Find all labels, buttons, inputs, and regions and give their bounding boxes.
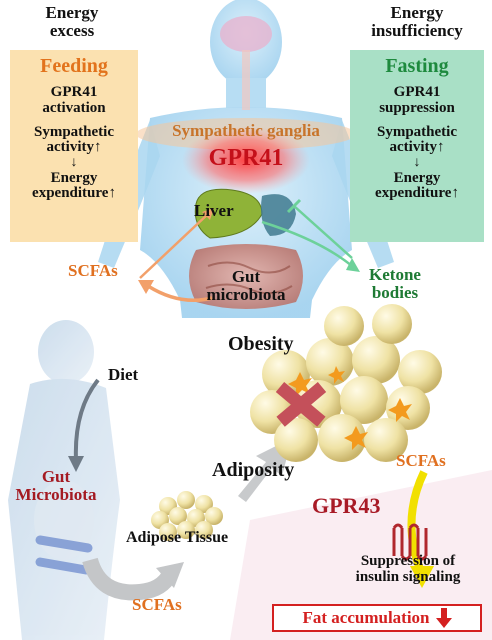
right-heading-line1: Energy bbox=[390, 3, 444, 22]
fasting-down-arrow-icon: ↓ bbox=[413, 155, 421, 170]
adipose-tissue-label: Adipose Tissue bbox=[126, 529, 229, 546]
fat-accumulation-box: Fat accumulation bbox=[272, 604, 482, 632]
inflammation-stars bbox=[288, 366, 412, 450]
feeding-title: Feeding bbox=[40, 55, 108, 77]
fasting-title: Fasting bbox=[385, 55, 449, 77]
gpr43-label: GPR43 bbox=[312, 493, 381, 518]
obesity-label: Obesity bbox=[228, 333, 294, 355]
adiposity-arrow bbox=[238, 438, 292, 502]
ketone-bodies-label: Ketone bodies bbox=[350, 266, 440, 302]
feeding-down-arrow-icon: ↓ bbox=[70, 155, 78, 170]
scfas-right-label: SCFAs bbox=[396, 451, 446, 470]
left-heading-line1: Energy bbox=[45, 3, 99, 22]
gut-bottom-line2: Microbiota bbox=[15, 484, 97, 504]
suppression-line1: Suppression of bbox=[360, 553, 456, 569]
scfas-to-gpr41-arrow bbox=[139, 213, 209, 279]
adiposity-label: Adiposity bbox=[212, 459, 295, 481]
microbiota-to-adipose-arrow bbox=[82, 557, 178, 601]
ketone-line1: Ketone bbox=[369, 265, 421, 284]
blocked-x-icon bbox=[275, 382, 327, 427]
feeding-line-activity: activity↑ bbox=[46, 139, 102, 156]
scfas-bottom-label: SCFAs bbox=[132, 595, 182, 614]
left-heading-line2: excess bbox=[49, 20, 95, 40]
diet-label: Diet bbox=[108, 365, 139, 384]
gpr41-glow bbox=[182, 126, 310, 194]
fasting-line-energy: Energy bbox=[393, 169, 441, 186]
right-heading-line2: insufficiency bbox=[371, 20, 463, 40]
fasting-line-sympathetic: Sympathetic bbox=[377, 123, 457, 140]
feeding-line-gpr41: GPR41 bbox=[50, 84, 98, 100]
gpr43-receptor-icon bbox=[392, 523, 428, 561]
scfas-top-label: SCFAs bbox=[68, 261, 118, 280]
fasting-box: Fasting GPR41 suppression Sympathetic ac… bbox=[350, 50, 484, 242]
feeding-line-energy: Energy bbox=[50, 169, 98, 186]
fasting-line-gpr41: GPR41 bbox=[393, 84, 441, 100]
gpr41-label: GPR41 bbox=[208, 145, 284, 171]
liver-to-ketone-arrow bbox=[261, 220, 353, 267]
suppression-label: Suppression of insulin signaling bbox=[324, 553, 492, 586]
adipose-cluster bbox=[151, 491, 223, 541]
fasting-line-suppression: suppression bbox=[379, 99, 455, 116]
sympathetic-ganglia-label: Sympathetic ganglia bbox=[172, 121, 320, 140]
feeding-line-sympathetic: Sympathetic bbox=[34, 123, 114, 140]
gut-label-line2: microbiota bbox=[206, 284, 286, 304]
gut-label-line1: Gut bbox=[231, 267, 261, 286]
feeding-box: Feeding GPR41 activation Sympathetic act… bbox=[10, 50, 138, 242]
ketone-inhibition-line bbox=[293, 205, 353, 259]
feeding-line-activation: activation bbox=[42, 99, 106, 116]
suppression-line2: insulin signaling bbox=[355, 568, 461, 585]
gut-bottom-line1: Gut bbox=[41, 467, 71, 486]
red-down-arrow-icon bbox=[435, 608, 452, 628]
gut-to-scfas-arrow bbox=[147, 284, 213, 302]
gut-microbiota-label: Gut microbiota bbox=[176, 268, 316, 304]
left-heading: Energy excess bbox=[10, 4, 134, 40]
scfas-yellow-arrow bbox=[407, 470, 428, 576]
fasting-line-expenditure: expenditure↑ bbox=[375, 185, 459, 202]
obesity-cluster bbox=[250, 304, 442, 462]
ketone-line2: bodies bbox=[371, 282, 419, 302]
fasting-line-activity: activity↑ bbox=[389, 139, 445, 156]
gut-microbiota-bottom-label: Gut Microbiota bbox=[4, 468, 108, 504]
feeding-line-expenditure: expenditure↑ bbox=[32, 185, 116, 202]
diet-arrow bbox=[73, 378, 100, 461]
liver-label: Liver bbox=[194, 201, 234, 220]
right-heading: Energy insufficiency bbox=[350, 4, 484, 40]
fat-accumulation-label: Fat accumulation bbox=[302, 608, 430, 628]
